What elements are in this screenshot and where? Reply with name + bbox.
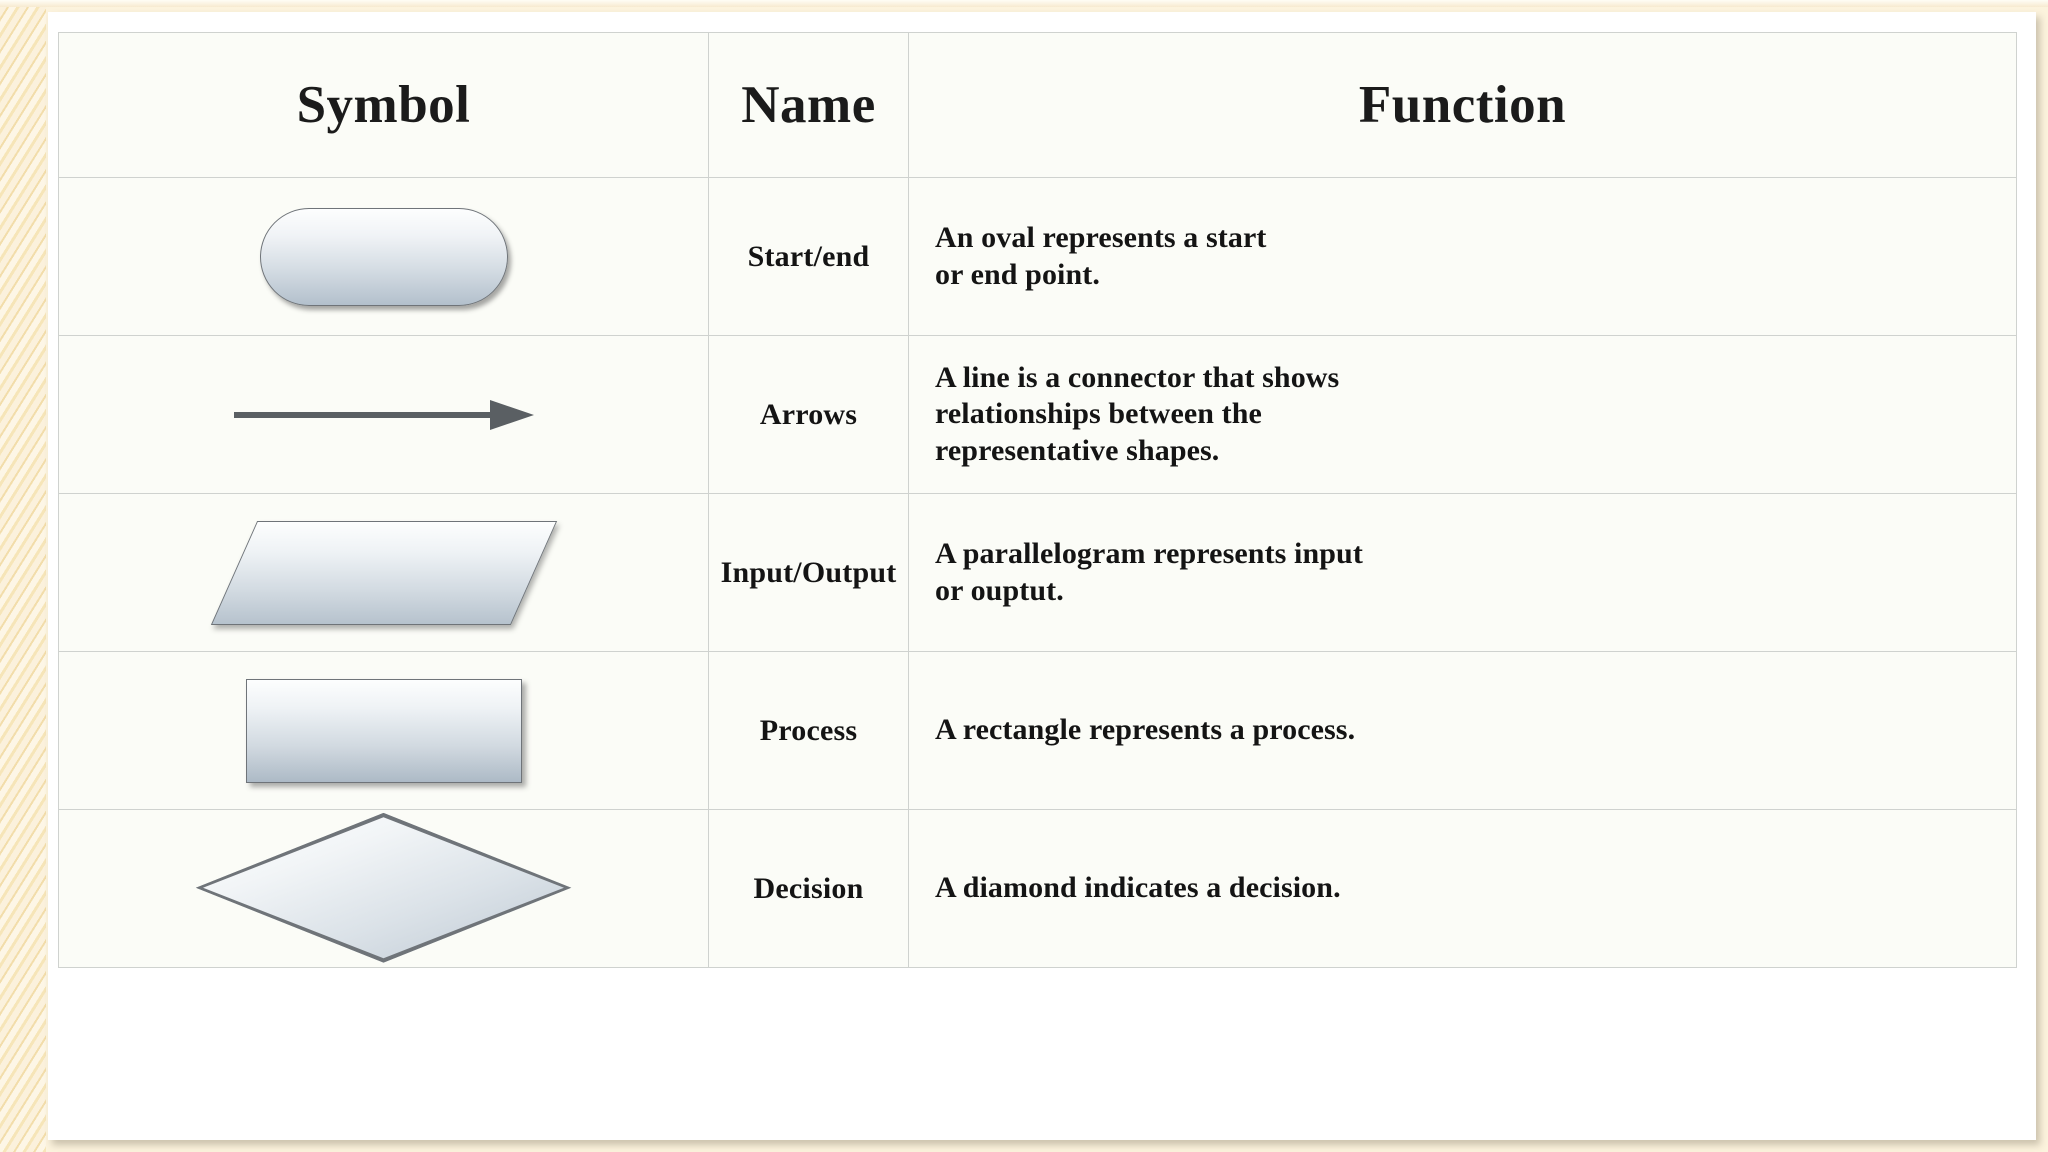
- function-text-line: A line is a connector that shows: [935, 360, 1340, 394]
- symbol-cell-arrows: [58, 335, 709, 494]
- symbol-cell-input-output: [58, 493, 709, 652]
- table-row: Input/Output A parallelogram represents …: [58, 493, 2017, 652]
- decorative-stripe-border: [0, 0, 46, 1152]
- function-text-line: relationships between the: [935, 397, 1262, 431]
- function-cell-process: A rectangle represents a process.: [908, 651, 2017, 810]
- oval-shape-icon: [259, 207, 508, 306]
- shape-container: [59, 178, 708, 335]
- function-text-line: A diamond indicates a decision.: [935, 871, 1341, 905]
- function-text-line: representative shapes.: [935, 433, 1220, 467]
- rectangle-shape-icon: [245, 678, 522, 783]
- name-cell-decision: Decision: [708, 809, 909, 968]
- diamond-shape-icon: [195, 812, 572, 963]
- function-text-line: A parallelogram represents input: [935, 536, 1363, 570]
- function-cell-start-end: An oval represents a start or end point.: [908, 177, 2017, 336]
- table-row: Process A rectangle represents a process…: [58, 651, 2017, 810]
- column-header-name: Name: [708, 32, 909, 178]
- shape-container: [59, 494, 708, 651]
- parallelogram-shape-icon: [210, 520, 557, 625]
- arrow-head: [489, 399, 534, 430]
- function-cell-arrows: A line is a connector that shows relatio…: [908, 335, 2017, 494]
- symbol-cell-process: [58, 651, 709, 810]
- function-cell-decision: A diamond indicates a decision.: [908, 809, 2017, 968]
- symbol-cell-start-end: [58, 177, 709, 336]
- shape-container: [59, 652, 708, 809]
- function-text-line: An oval represents a start: [935, 220, 1267, 254]
- table-row: Decision A diamond indicates a decision.: [58, 809, 2017, 968]
- function-text-line: A rectangle represents a process.: [935, 713, 1356, 747]
- table-row: Arrows A line is a connector that shows …: [58, 335, 2017, 494]
- name-cell-arrows: Arrows: [708, 335, 909, 494]
- function-text-line: or end point.: [935, 257, 1100, 291]
- table-row: Start/end An oval represents a start or …: [58, 177, 2017, 336]
- column-header-symbol: Symbol: [58, 32, 709, 178]
- symbol-cell-decision: [58, 809, 709, 968]
- arrow-shaft: [233, 411, 492, 418]
- function-cell-input-output: A parallelogram represents input or oupt…: [908, 493, 2017, 652]
- shape-container: [59, 809, 708, 966]
- diamond-body: [195, 812, 572, 963]
- content-panel: Symbol Name Function Start/end An oval r…: [48, 12, 2036, 1140]
- name-cell-start-end: Start/end: [708, 177, 909, 336]
- name-cell-process: Process: [708, 651, 909, 810]
- arrow-right-shape-icon: [233, 395, 534, 435]
- column-header-function: Function: [908, 32, 2017, 178]
- shape-container: [59, 336, 708, 493]
- function-text-line: or ouptut.: [935, 573, 1064, 607]
- flowchart-symbols-table: Symbol Name Function Start/end An oval r…: [58, 32, 2017, 968]
- name-cell-input-output: Input/Output: [708, 493, 909, 652]
- decorative-top-edge: [0, 0, 2048, 7]
- table-header-row: Symbol Name Function: [58, 32, 2017, 178]
